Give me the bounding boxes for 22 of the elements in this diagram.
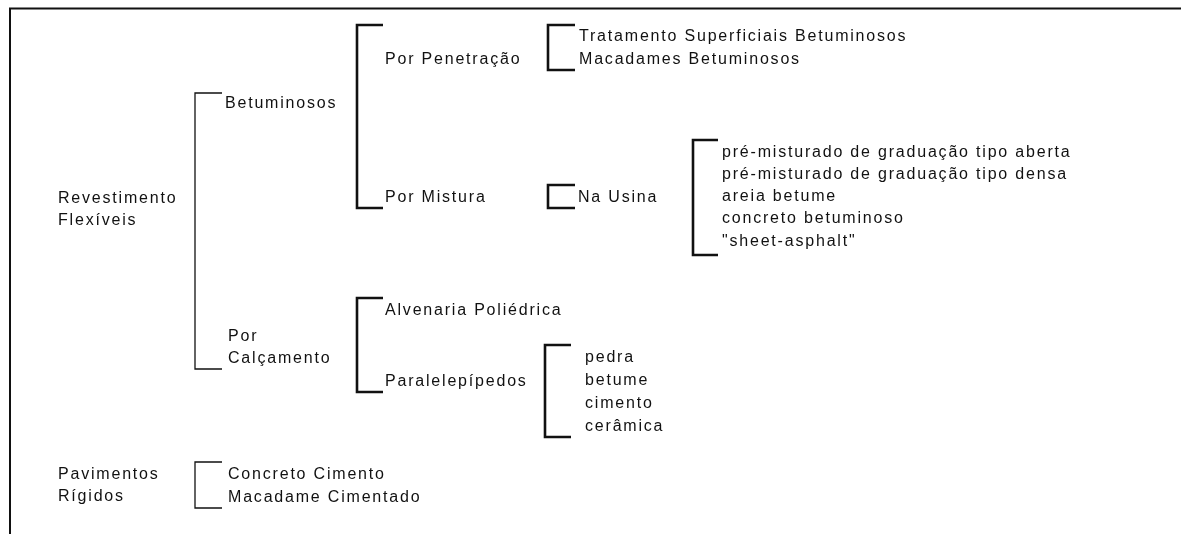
category-text: Pavimentos Rígidos [58, 464, 161, 506]
category-text: Por Mistura [385, 186, 487, 207]
category-text: cerâmica [585, 415, 665, 436]
category-text: Paralelepípedos [385, 370, 528, 391]
category-text: concreto betuminoso [722, 208, 905, 228]
category-text: Revestimento Flexíveis [58, 188, 178, 230]
category-text: pré-misturado de graduação tipo densa [722, 164, 1068, 184]
category-text: areia betume [722, 186, 837, 206]
category-text: Na Usina [578, 186, 659, 207]
category-text: Macadames Betuminosos [579, 49, 801, 69]
category-text: pré-misturado de graduação tipo aberta [722, 141, 1072, 162]
category-text: cimento [585, 393, 654, 413]
category-text: "sheet-asphalt" [722, 231, 857, 251]
category-text: Por Penetração [385, 49, 522, 69]
category-text: Concreto Cimento [228, 463, 386, 484]
category-text: Tratamento Superficiais Betuminosos [579, 26, 908, 46]
category-text: Macadame Cimentado [228, 486, 422, 507]
category-text: Alvenaria Poliédrica [385, 300, 563, 320]
category-text: Por Calçamento [228, 326, 333, 368]
category-text: pedra [585, 346, 635, 367]
category-text: Betuminosos [225, 93, 338, 113]
category-text: betume [585, 370, 650, 390]
